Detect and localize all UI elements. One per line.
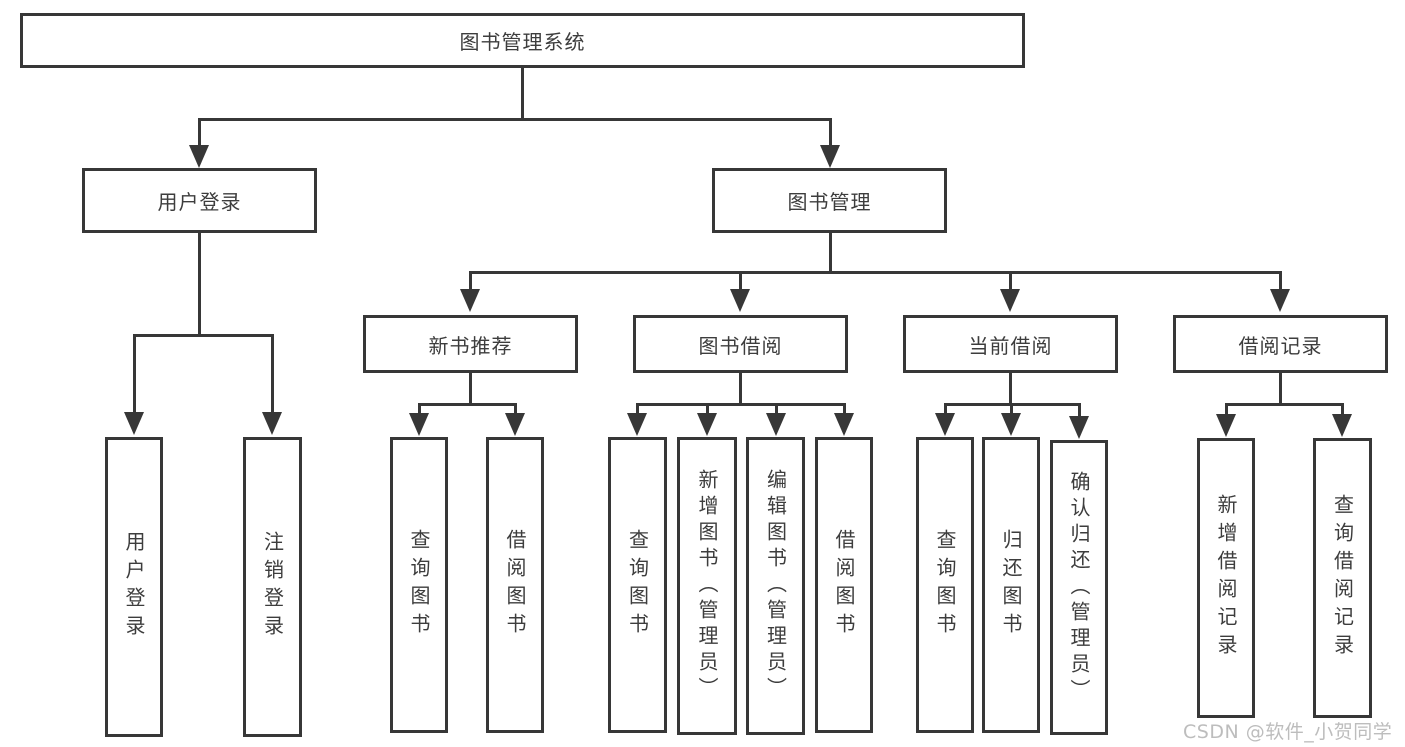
connector-arrow-line-nb-borrow [514,403,517,415]
arrowhead-bookborrow [730,289,750,312]
connector-level2-hline [469,271,1282,274]
connector-arrow-line-borrowrecord [1279,271,1282,291]
connector-arrow-line-currentborrow [1009,271,1012,291]
leaf-nb-borrow-books: 借阅图书 [486,437,544,733]
arrowhead-bb-borrow [834,413,854,436]
connector-groupB-vline [739,373,742,406]
connector-arrow-line-bb-add [706,403,709,415]
connector-arrow-line-cb-query [944,403,947,415]
connector-groupB-hline [636,403,846,406]
arrowhead-br-add [1216,414,1236,437]
connector-groupC-vline [1009,373,1012,406]
node-book-management: 图书管理 [712,168,947,233]
leaf-nb-query-books: 查询图书 [390,437,448,733]
arrowhead-userlogin [189,145,209,168]
connector-arrow-line-bb-query [636,403,639,415]
connector-mgmt-vline [829,233,832,274]
csdn-watermark: CSDN @软件_小贺同学 [1183,721,1393,743]
leaf-user-login: 用户登录 [105,437,163,737]
connector-groupA-vline [469,373,472,406]
leaf-logout: 注销登录 [243,437,302,737]
arrowhead-br-query [1332,414,1352,437]
connector-arrow-line-bb-edit [775,403,778,415]
arrowhead-bb-query [627,413,647,436]
connector-arrow-line-login-leaf [133,334,136,412]
connector-arrow-line-cb-confirm [1078,403,1081,417]
connector-groupD-vline [1279,373,1282,406]
arrowhead-nb-borrow [505,413,525,436]
leaf-bb-borrow-books: 借阅图书 [815,437,873,733]
node-root-system: 图书管理系统 [20,13,1025,68]
arrowhead-cb-confirm [1069,416,1089,439]
connector-groupA-hline [418,403,517,406]
connector-groupD-hline [1225,403,1344,406]
connector-arrow-line-cb-return [1010,403,1013,415]
connector-arrow-line-br-query [1341,403,1344,416]
leaf-bb-add-books-admin: 新增图书（管理员） [677,437,737,735]
connector-arrow-line-bookborrow [739,271,742,291]
node-current-borrowing: 当前借阅 [903,315,1118,373]
connector-arrow-line-logout-leaf [271,334,274,412]
connector-arrow-line-userlogin [198,118,201,148]
arrowhead-login-leaf [124,412,144,435]
leaf-br-query-record: 查询借阅记录 [1313,438,1372,718]
arrowhead-cb-query [935,413,955,436]
leaf-cb-return-books: 归还图书 [982,437,1040,733]
arrowhead-borrowrecord [1270,289,1290,312]
connector-arrow-line-br-add [1225,403,1228,416]
connector-root-vline [521,68,524,121]
connector-arrow-line-bookmgmt [829,118,832,148]
connector-arrow-line-newbookrec [469,271,472,291]
arrowhead-bb-add [697,413,717,436]
node-user-login: 用户登录 [82,168,317,233]
arrowhead-bb-edit [766,413,786,436]
arrowhead-newbookrec [460,289,480,312]
leaf-cb-confirm-return-admin: 确认归还（管理员） [1050,440,1108,735]
arrowhead-currentborrow [1000,289,1020,312]
connector-arrow-line-bb-borrow [843,403,846,415]
connector-arrow-line-nb-query [418,403,421,415]
arrowhead-bookmgmt [820,145,840,168]
node-book-borrowing: 图书借阅 [633,315,848,373]
arrowhead-nb-query [409,413,429,436]
leaf-cb-query-books: 查询图书 [916,437,974,733]
arrowhead-cb-return [1001,413,1021,436]
connector-login-vline [198,233,201,337]
connector-level1-hline [198,118,832,121]
node-new-book-recommend: 新书推荐 [363,315,578,373]
connector-login-hline [133,334,274,337]
leaf-br-add-record: 新增借阅记录 [1197,438,1255,718]
leaf-bb-edit-books-admin: 编辑图书（管理员） [746,437,805,735]
node-borrowing-records: 借阅记录 [1173,315,1388,373]
leaf-bb-query-books: 查询图书 [608,437,667,733]
arrowhead-logout-leaf [262,412,282,435]
